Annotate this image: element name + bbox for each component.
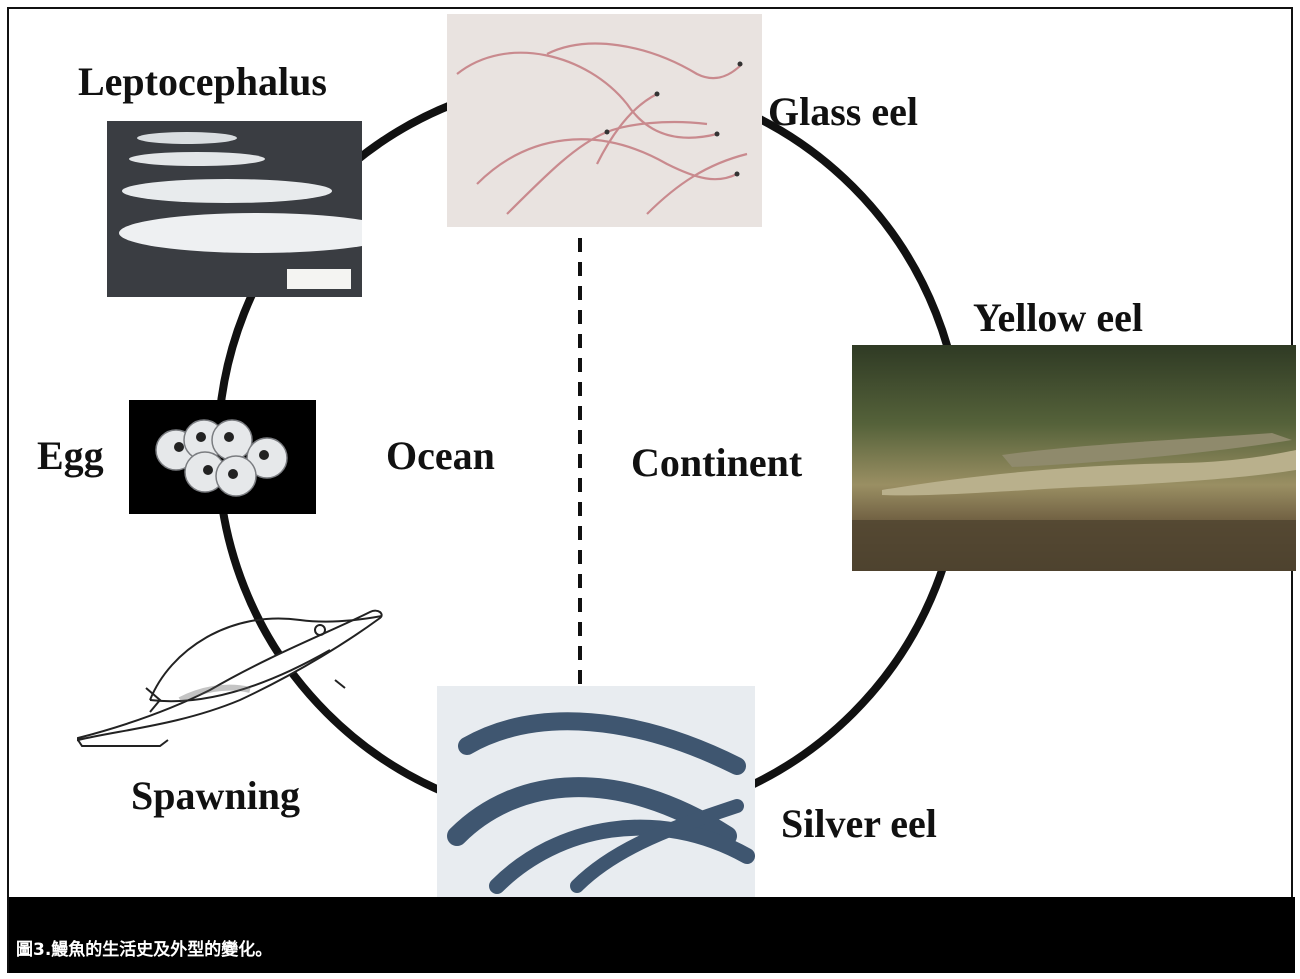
yellow-eel-photo	[852, 345, 1296, 571]
leptocephalus-photo	[107, 121, 362, 297]
egg-photo	[129, 400, 316, 514]
silver-eel-label: Silver eel	[781, 804, 937, 844]
figure-caption: 圖3.鰻魚的生活史及外型的變化。	[16, 935, 272, 960]
glass-eel-label: Glass eel	[768, 92, 918, 132]
yellow-eel-label: Yellow eel	[973, 298, 1143, 338]
ocean-label: Ocean	[386, 436, 495, 476]
spawning-label: Spawning	[131, 776, 300, 816]
silver-eel-photo	[437, 686, 755, 898]
leptocephalus-label: Leptocephalus	[78, 62, 327, 102]
glass-eel-photo	[447, 14, 762, 227]
continent-label: Continent	[631, 443, 802, 483]
egg-label: Egg	[37, 436, 104, 476]
